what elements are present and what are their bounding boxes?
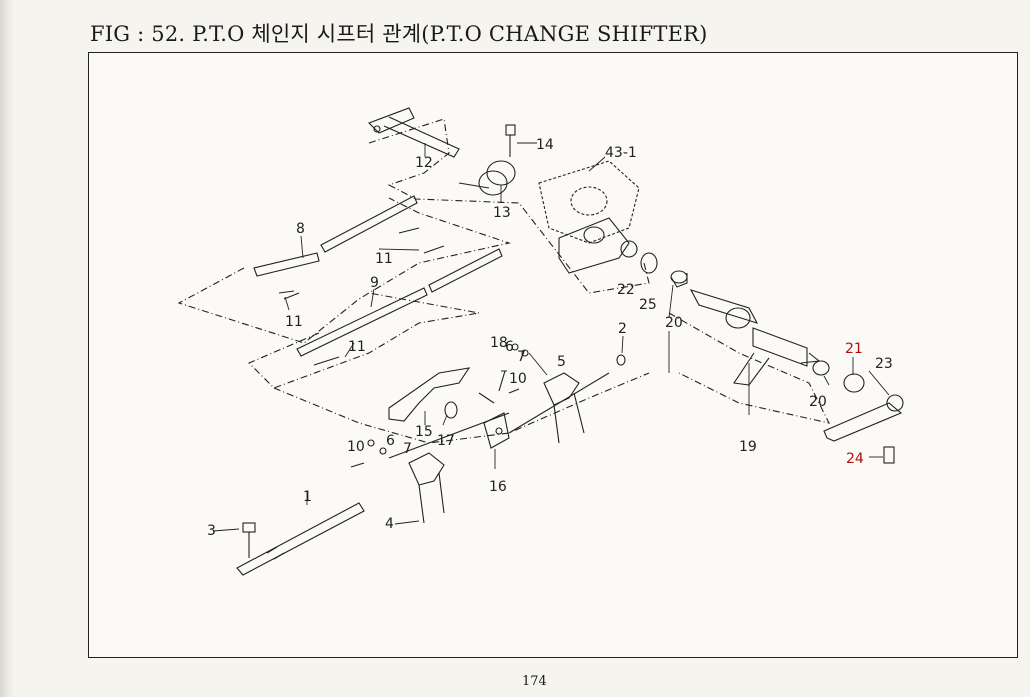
callout-labels: 12 14 43-1 13 8 11 11 9 11 22 25 2 20 18…: [207, 137, 893, 539]
part-7-ball-a: [521, 349, 529, 357]
part-25-ring: [640, 252, 658, 274]
part-20-bushing-a: [670, 270, 688, 288]
callout-19: 19: [739, 439, 757, 455]
page-number: 174: [522, 674, 547, 689]
callout-10a: 10: [509, 371, 527, 387]
callout-10b: 10: [347, 439, 365, 455]
part-15-bracket: [388, 367, 471, 422]
part-22-snap-ring: [620, 240, 638, 258]
part-8-rod: [253, 195, 418, 277]
callout-4: 4: [385, 516, 394, 532]
callout-18: 18: [490, 335, 508, 351]
part-11-pin-c: [313, 356, 340, 366]
callout-14: 14: [536, 137, 554, 153]
part-43-1-housing: [538, 160, 640, 244]
callout-7b: 7: [403, 441, 412, 457]
part-7-ball-b: [379, 447, 387, 455]
callout-8: 8: [296, 221, 305, 237]
part-11-pin-b: [398, 227, 445, 254]
callout-13: 13: [493, 205, 511, 221]
callout-21: 21: [845, 341, 863, 357]
figure-title: FIG : 52. P.T.O 체인지 시프터 관계(P.T.O CHANGE …: [90, 22, 708, 46]
callout-25: 25: [639, 297, 657, 313]
part-10-pin-a: [508, 388, 520, 394]
part-sleeve: [689, 289, 759, 329]
callout-7a: 7: [517, 349, 526, 365]
part-11-pin-a: [278, 290, 300, 300]
part-6-ball-a: [511, 343, 519, 351]
callout-11c: 11: [348, 339, 366, 355]
part-3-bolt: [242, 522, 256, 558]
leader-lines: [212, 142, 890, 532]
part-17-bushing: [444, 401, 458, 419]
callout-11a: 11: [375, 251, 393, 267]
part-21-collar: [843, 373, 865, 393]
part-1-shaft: [236, 502, 365, 576]
part-18-screw: [498, 370, 507, 392]
callout-23: 23: [875, 356, 893, 372]
part-5-shift-fork: [543, 372, 585, 444]
callout-3: 3: [207, 523, 216, 539]
callout-22: 22: [617, 282, 635, 298]
part-link-rod: [388, 372, 610, 459]
part-23-lever: [823, 394, 904, 442]
part-12-pivot-shaft: [368, 107, 460, 158]
callout-6a: 6: [505, 339, 514, 355]
callout-20b: 20: [809, 394, 827, 410]
callout-15: 15: [415, 424, 433, 440]
group-outline-middle: [177, 197, 512, 344]
part-13-collar: [458, 160, 516, 196]
callout-24: 24: [846, 451, 864, 467]
part-6-ball-b: [367, 439, 375, 447]
part-2-ring: [616, 354, 626, 366]
callout-43-1: 43-1: [605, 145, 637, 161]
group-outline-shafts: [273, 372, 650, 444]
group-outline-right: [668, 312, 831, 424]
part-16-block: [478, 392, 510, 449]
part-9-rod: [296, 248, 503, 357]
callout-16: 16: [489, 479, 507, 495]
callout-20a: 20: [665, 315, 683, 331]
callout-12: 12: [415, 155, 433, 171]
diagram-frame: 12 14 43-1 13 8 11 11 9 11 22 25 2 20 18…: [88, 52, 1018, 658]
callout-17: 17: [437, 433, 455, 449]
parts-diagram: 12 14 43-1 13 8 11 11 9 11 22 25 2 20 18…: [177, 107, 904, 576]
part-43-1-flange: [558, 217, 630, 274]
callout-11b: 11: [285, 314, 303, 330]
callout-2: 2: [618, 321, 627, 337]
group-outline-upper: [368, 118, 650, 294]
callout-6b: 6: [386, 433, 395, 449]
part-14-bolt: [505, 124, 516, 157]
part-24-pin: [883, 446, 895, 464]
callout-1: 1: [303, 489, 312, 505]
callout-5: 5: [557, 354, 566, 370]
binding-edge: [0, 0, 14, 697]
part-20-bushing-b: [812, 360, 830, 376]
callout-9: 9: [370, 275, 379, 291]
part-4-shift-fork: [408, 452, 445, 524]
group-outline-lower: [248, 292, 480, 389]
part-10-pin-b: [350, 462, 365, 468]
